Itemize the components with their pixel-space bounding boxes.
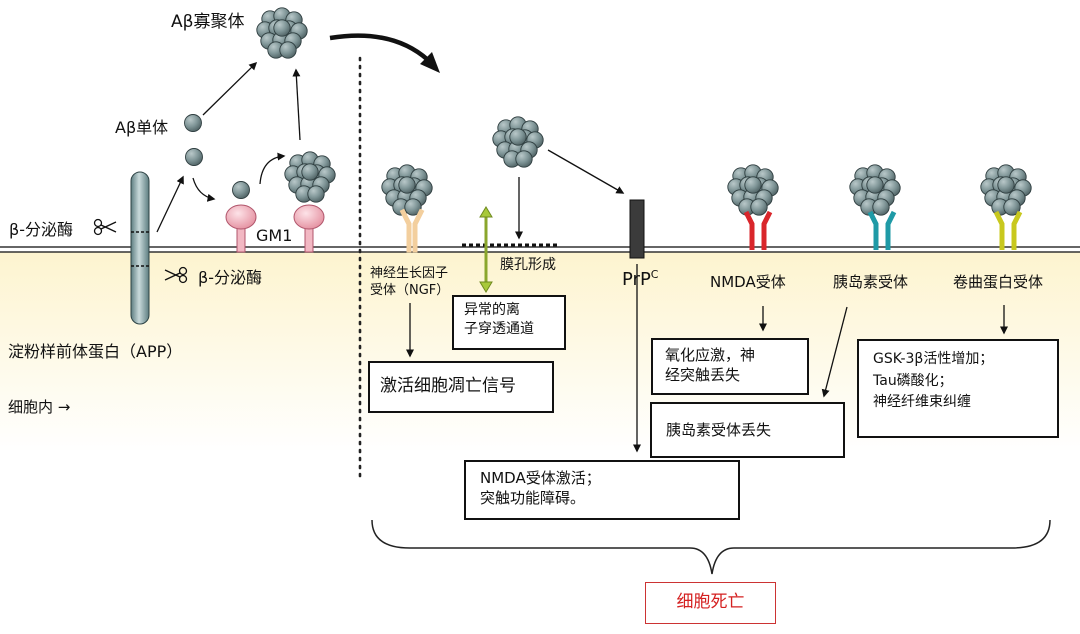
nmda-receptor	[743, 210, 773, 250]
oligomer-sphere	[866, 176, 884, 194]
insulin-loss-box: 胰岛素受体丢失	[650, 402, 845, 458]
oligomer-group	[256, 7, 1032, 216]
oligomer-sphere	[273, 19, 291, 37]
oligomer-cluster-icon	[381, 164, 433, 216]
oligomer-cluster-icon	[284, 151, 336, 203]
oligomer-cluster-icon	[980, 164, 1032, 216]
insulin-receptor	[867, 210, 897, 250]
oligomer-sphere	[515, 150, 533, 168]
app-label: 淀粉样前体蛋白（APP）	[8, 342, 183, 361]
monomer-group	[184, 114, 250, 199]
intracellular-label: 细胞内 →	[8, 398, 71, 416]
gsk3b-line: 神经纤维束纠缠	[873, 394, 971, 411]
ion-channel-box: 异常的离 子穿透通道	[452, 295, 566, 350]
oligomer-cluster-icon	[256, 7, 308, 59]
abeta-monomer-label: Aβ单体	[115, 118, 169, 137]
pore-double-arrow	[479, 206, 493, 293]
ngf-receptor-label-line2: 受体（NGF）	[370, 283, 450, 298]
oligomer-sphere	[307, 185, 325, 203]
nmda-activation-box: NMDA受体激活； 突触功能障碍。	[464, 460, 740, 520]
insulin-receptor-label: 胰岛素受体	[833, 273, 909, 291]
gm1-receptor	[293, 204, 325, 253]
oligomer-cluster-icon	[492, 116, 544, 168]
pore-formation-label: 膜孔形成	[500, 257, 556, 273]
app-protein	[130, 171, 151, 325]
ngf-receptor-label-line1: 神经生长因子	[370, 266, 449, 281]
big-curved-arrow	[329, 33, 440, 73]
oligomer-sphere	[750, 198, 768, 216]
gm1-label: GM1	[256, 226, 293, 245]
beta-secretase-label-bottom: β-分泌酶	[198, 268, 262, 287]
oligomer-sphere	[509, 128, 527, 146]
monomer-sphere-icon	[185, 148, 203, 166]
oligomer-sphere	[872, 198, 890, 216]
oligomer-sphere	[997, 176, 1015, 194]
nmda-activation-line: 突触功能障碍。	[480, 489, 586, 508]
scissors-icon	[164, 266, 188, 284]
gsk3b-line: GSK-3β活性增加；	[873, 351, 994, 367]
prpc-label: PrPC	[622, 268, 658, 290]
apoptosis-box: 激活细胞凋亡信号	[368, 361, 554, 413]
oligomer-cluster-icon	[727, 164, 779, 216]
nmda-activation-line: NMDA受体激活；	[480, 469, 601, 487]
monomer-sphere-icon	[184, 114, 202, 132]
ngf-receptor	[399, 208, 425, 253]
oligomer-sphere	[744, 176, 762, 194]
oligomer-sphere	[1003, 198, 1021, 216]
nmda-receptor-label: NMDA受体	[710, 273, 786, 291]
oxidative-stress-line: 经突触丢失	[665, 366, 741, 385]
oligomer-sphere	[301, 163, 319, 181]
cell-death-text: 细胞死亡	[676, 592, 745, 612]
insulin-loss-text: 胰岛素受体丢失	[666, 421, 772, 439]
oxidative-stress-line: 氧化应激，神	[665, 346, 756, 364]
brace-icon	[371, 519, 1051, 575]
gm1-receptor	[225, 204, 257, 253]
monomer-sphere-icon	[232, 181, 250, 199]
prpc-label-base: PrP	[622, 269, 651, 290]
ion-channel-line: 子穿透通道	[464, 320, 534, 337]
oligomer-sphere	[279, 41, 297, 59]
gsk3b-line: Tau磷酸化；	[873, 372, 953, 389]
cell-death-box: 细胞死亡	[645, 582, 776, 624]
prpc-label-superscript: C	[650, 268, 659, 281]
prpc-protein	[629, 199, 645, 259]
ion-channel-line: 异常的离	[464, 302, 520, 318]
scissors-icon	[93, 218, 117, 236]
frizzled-receptor	[993, 210, 1023, 250]
oligomer-cluster-icon	[849, 164, 901, 216]
beta-secretase-label-top: β-分泌酶	[9, 220, 73, 239]
oligomer-sphere	[398, 176, 416, 194]
oligomer-sphere	[404, 198, 422, 216]
abeta-oligomer-label: Aβ寡聚体	[171, 12, 245, 32]
apoptosis-text: 激活细胞凋亡信号	[380, 376, 516, 396]
oxidative-stress-box: 氧化应激，神 经突触丢失	[651, 338, 809, 395]
gsk3b-box: GSK-3β活性增加； Tau磷酸化； 神经纤维束纠缠	[857, 339, 1059, 438]
cell-membrane	[0, 246, 1080, 253]
arrow-icon	[156, 61, 1008, 453]
frizzled-receptor-label: 卷曲蛋白受体	[953, 273, 1044, 291]
